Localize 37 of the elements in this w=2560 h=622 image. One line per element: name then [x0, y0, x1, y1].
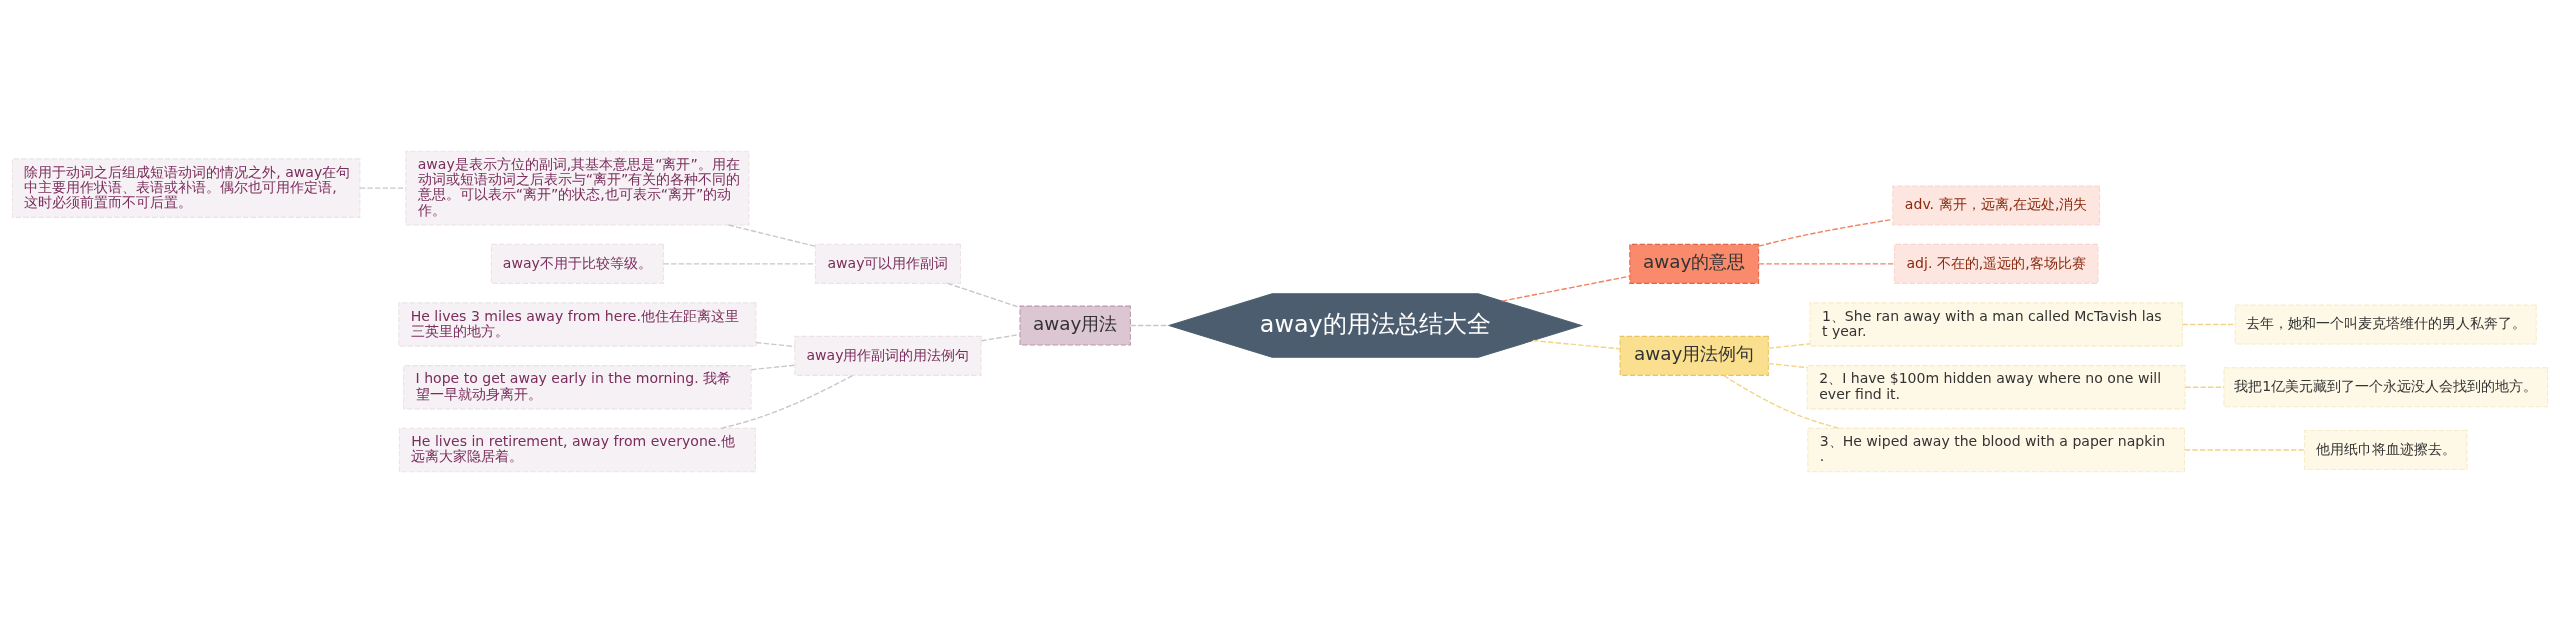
node-box: 1、She ran away with a man called McTavish last year.	[1809, 301, 2183, 347]
node-box: away用法	[1019, 305, 1131, 346]
node-box: 去年，她和一个叫麦克塔维什的男人私奔了。	[2234, 303, 2537, 344]
connector	[1767, 342, 1811, 349]
connector	[1723, 374, 1840, 429]
node-box: 我把1亿美元藏到了一个永远没人会找到的地方。	[2223, 366, 2549, 407]
connector	[1501, 275, 1631, 302]
node-box: away不用于比较等级。	[490, 243, 664, 284]
node-box: 他用纸巾将血迹擦去。	[2304, 429, 2468, 470]
node-box: away的意思	[1629, 243, 1760, 284]
connector	[2184, 448, 2305, 451]
node-box: away用作副词的用法例句	[794, 335, 982, 376]
node-box: 除用于动词之后组成短语动词的情况之外, away在句中主要用作状语、表语或补语。偶尔也可用作定语,这时必须前置而不可后置。	[11, 157, 361, 218]
node-box: away是表示方位的副词,其基本意思是“离开”。用在动词或短语动词之后表示与“离开”有关的各种不同的意思。可以表示“离开”的状态,也可表示“离开”的动作。	[405, 150, 750, 225]
connector	[1129, 324, 1170, 326]
node-box: adj. 不在的,遥远的,客场比赛	[1893, 243, 2099, 284]
node-box: away用法例句	[1619, 335, 1769, 376]
node-box: away可以用作副词	[814, 243, 961, 284]
connector	[1767, 362, 1808, 368]
node-box: adv. 离开，远离,在远处,消失	[1892, 184, 2101, 225]
node-box: 3、He wiped away the blood with a paper napkin.	[1807, 427, 2185, 472]
connector	[720, 374, 854, 429]
node-box: 2、I have $100m hidden away where no one will ever find it.	[1806, 364, 2186, 409]
connector	[1758, 262, 1895, 265]
node-box: He lives in retirement, away from everyone.他远离大家隐居着。	[398, 427, 756, 472]
connector	[1532, 339, 1621, 350]
connector	[727, 223, 816, 247]
connector	[755, 341, 796, 347]
connector	[359, 186, 407, 189]
connector	[980, 333, 1021, 341]
node-box: He lives 3 miles away from here.他住在距离这里三英里的地方。	[398, 301, 757, 347]
node-box: I hope to get away early in the morning. 我希望一早就动身离开。	[403, 364, 752, 409]
connector	[2181, 323, 2236, 325]
connector	[2184, 386, 2225, 388]
connector	[750, 364, 796, 370]
connector	[946, 282, 1021, 308]
connector	[662, 262, 816, 265]
